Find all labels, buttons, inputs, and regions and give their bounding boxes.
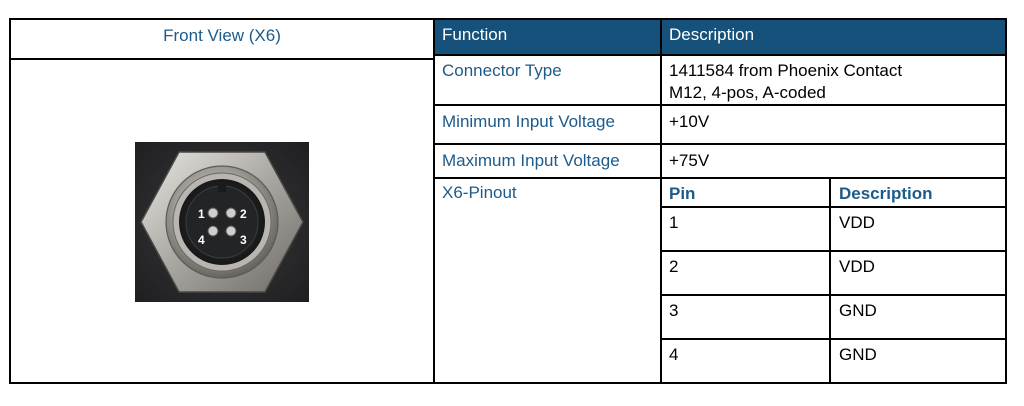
row-description-connector-type-line1: 1411584 from Phoenix Contact [669,61,903,80]
pinout-header-description: Description [839,184,933,203]
row-description-max-voltage: +75V [669,151,710,170]
connector-photo: 1 2 4 3 [135,142,309,302]
row-function-max-voltage: Maximum Input Voltage [442,151,620,170]
divider [433,143,1007,145]
divider [660,294,1007,296]
divider [660,206,1007,208]
pin-label-1: 1 [198,207,205,221]
pinout-row-description: VDD [839,257,875,276]
pinout-row-description: GND [839,301,877,320]
divider [433,177,1007,179]
divider [660,338,1007,340]
pinout-row-pin: 2 [669,257,679,276]
front-view-title: Front View (X6) [163,26,281,45]
row-function-x6-pinout: X6-Pinout [442,183,517,202]
table-frame [9,18,1007,384]
divider [433,54,1007,56]
pin-label-2: 2 [240,207,247,221]
divider [660,250,1007,252]
row-function-min-voltage: Minimum Input Voltage [442,112,615,131]
pin-label-4: 4 [198,233,205,247]
m12-connector-image: 1 2 4 3 [135,142,309,302]
pinout-row-pin: 3 [669,301,679,320]
divider [660,18,662,384]
divider [9,58,435,60]
divider [829,178,831,384]
pinout-header-pin: Pin [669,184,696,203]
pinout-row-pin: 1 [669,213,679,232]
row-function-connector-type: Connector Type [442,61,562,80]
pinout-row-description: VDD [839,213,875,232]
table-header-bg [434,19,1006,54]
divider [433,104,1007,106]
pin-label-3: 3 [240,233,247,247]
divider [433,18,435,384]
row-description-connector-type-line2: M12, 4-pos, A-coded [669,83,826,102]
header-description: Description [669,25,755,44]
row-description-min-voltage: +10V [669,112,710,131]
pinout-row-pin: 4 [669,345,679,364]
header-function: Function [442,25,508,44]
pinout-row-description: GND [839,345,877,364]
